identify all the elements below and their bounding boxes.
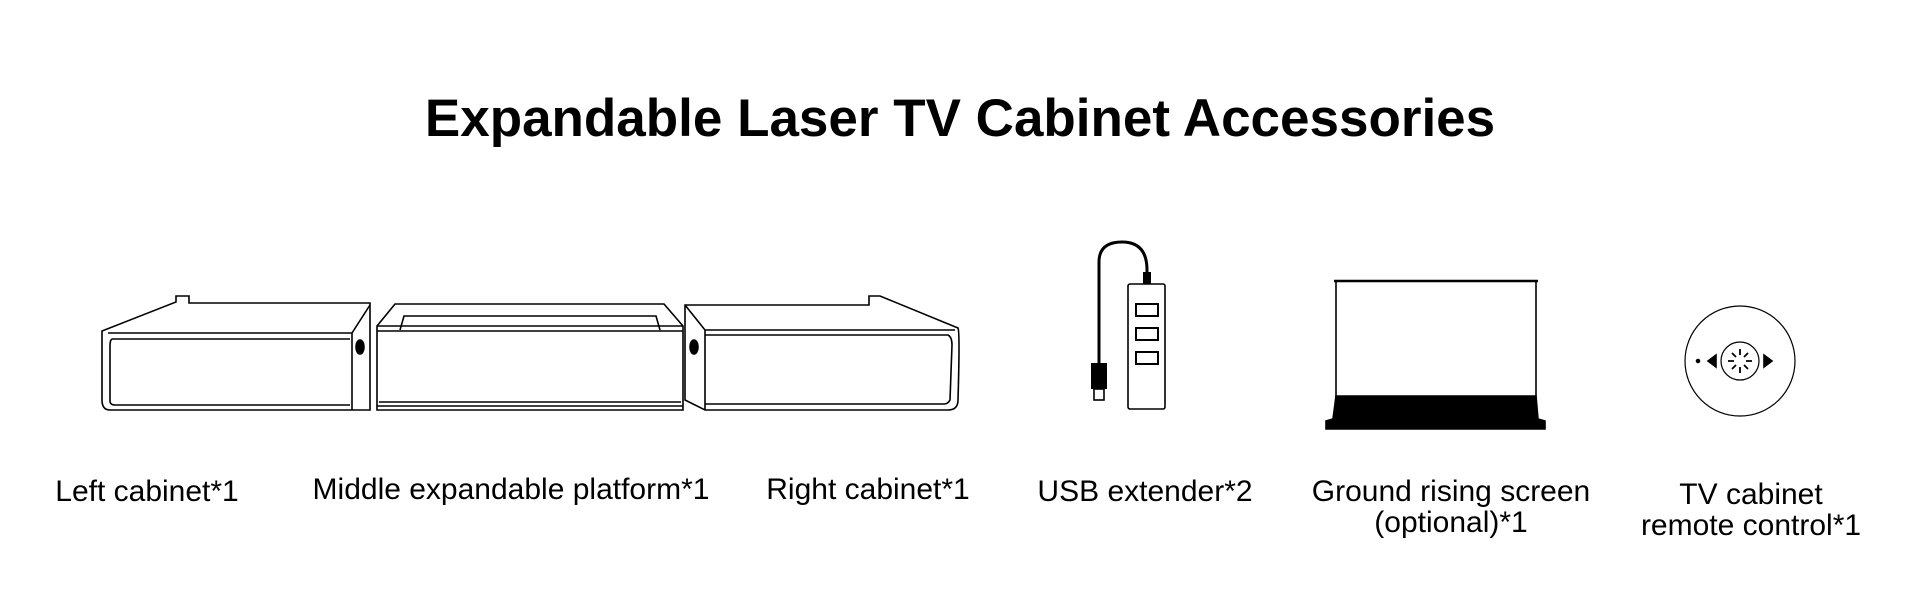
left-cabinet-icon <box>101 295 371 411</box>
item-label-remote: TV cabinet remote control*1 <box>1641 479 1861 541</box>
projector-screen-icon <box>1325 279 1546 430</box>
middle-platform-icon <box>376 303 684 411</box>
usb-hub-icon <box>1091 240 1166 410</box>
item-label-screen: Ground rising screen (optional)*1 <box>1312 476 1590 538</box>
remote-control-icon <box>1684 305 1796 417</box>
item-label-usb-extender: USB extender*2 <box>1037 475 1253 508</box>
page-title: Expandable Laser TV Cabinet Accessories <box>424 89 1496 148</box>
item-label-screen-line2: (optional)*1 <box>1374 506 1528 539</box>
item-label-left-cabinet: Left cabinet*1 <box>55 475 239 508</box>
item-label-middle-platform: Middle expandable platform*1 <box>312 473 710 506</box>
item-label-remote-line2: remote control*1 <box>1640 509 1862 542</box>
item-label-right-cabinet: Right cabinet*1 <box>766 473 970 506</box>
item-label-remote-line1: TV cabinet <box>1679 478 1823 511</box>
right-cabinet-icon <box>684 295 960 411</box>
item-label-screen-line1: Ground rising screen <box>1311 475 1591 508</box>
